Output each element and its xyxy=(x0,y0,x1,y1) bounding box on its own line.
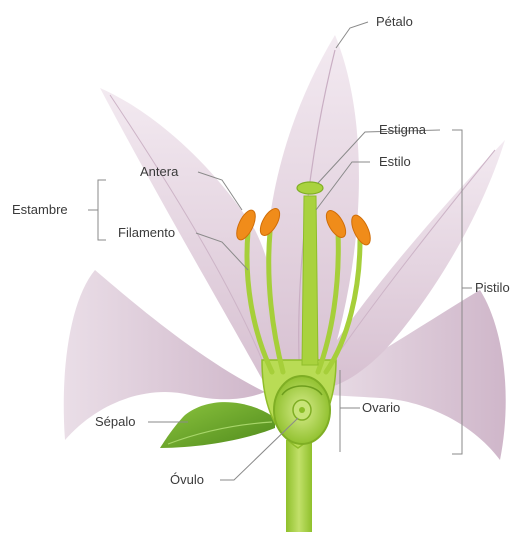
label-antera: Antera xyxy=(140,164,179,179)
label-sepalo: Sépalo xyxy=(95,414,135,429)
label-estilo: Estilo xyxy=(379,154,411,169)
label-ovulo: Óvulo xyxy=(170,472,204,487)
stem xyxy=(286,440,312,532)
label-ovario: Ovario xyxy=(362,400,400,415)
label-pistilo: Pistilo xyxy=(475,280,510,295)
ovule-core xyxy=(299,407,305,413)
label-filamento: Filamento xyxy=(118,225,175,240)
style xyxy=(302,196,318,365)
label-petalo: Pétalo xyxy=(376,14,413,29)
label-estambre: Estambre xyxy=(12,202,68,217)
label-estigma: Estigma xyxy=(379,122,427,137)
stigma xyxy=(297,182,323,194)
